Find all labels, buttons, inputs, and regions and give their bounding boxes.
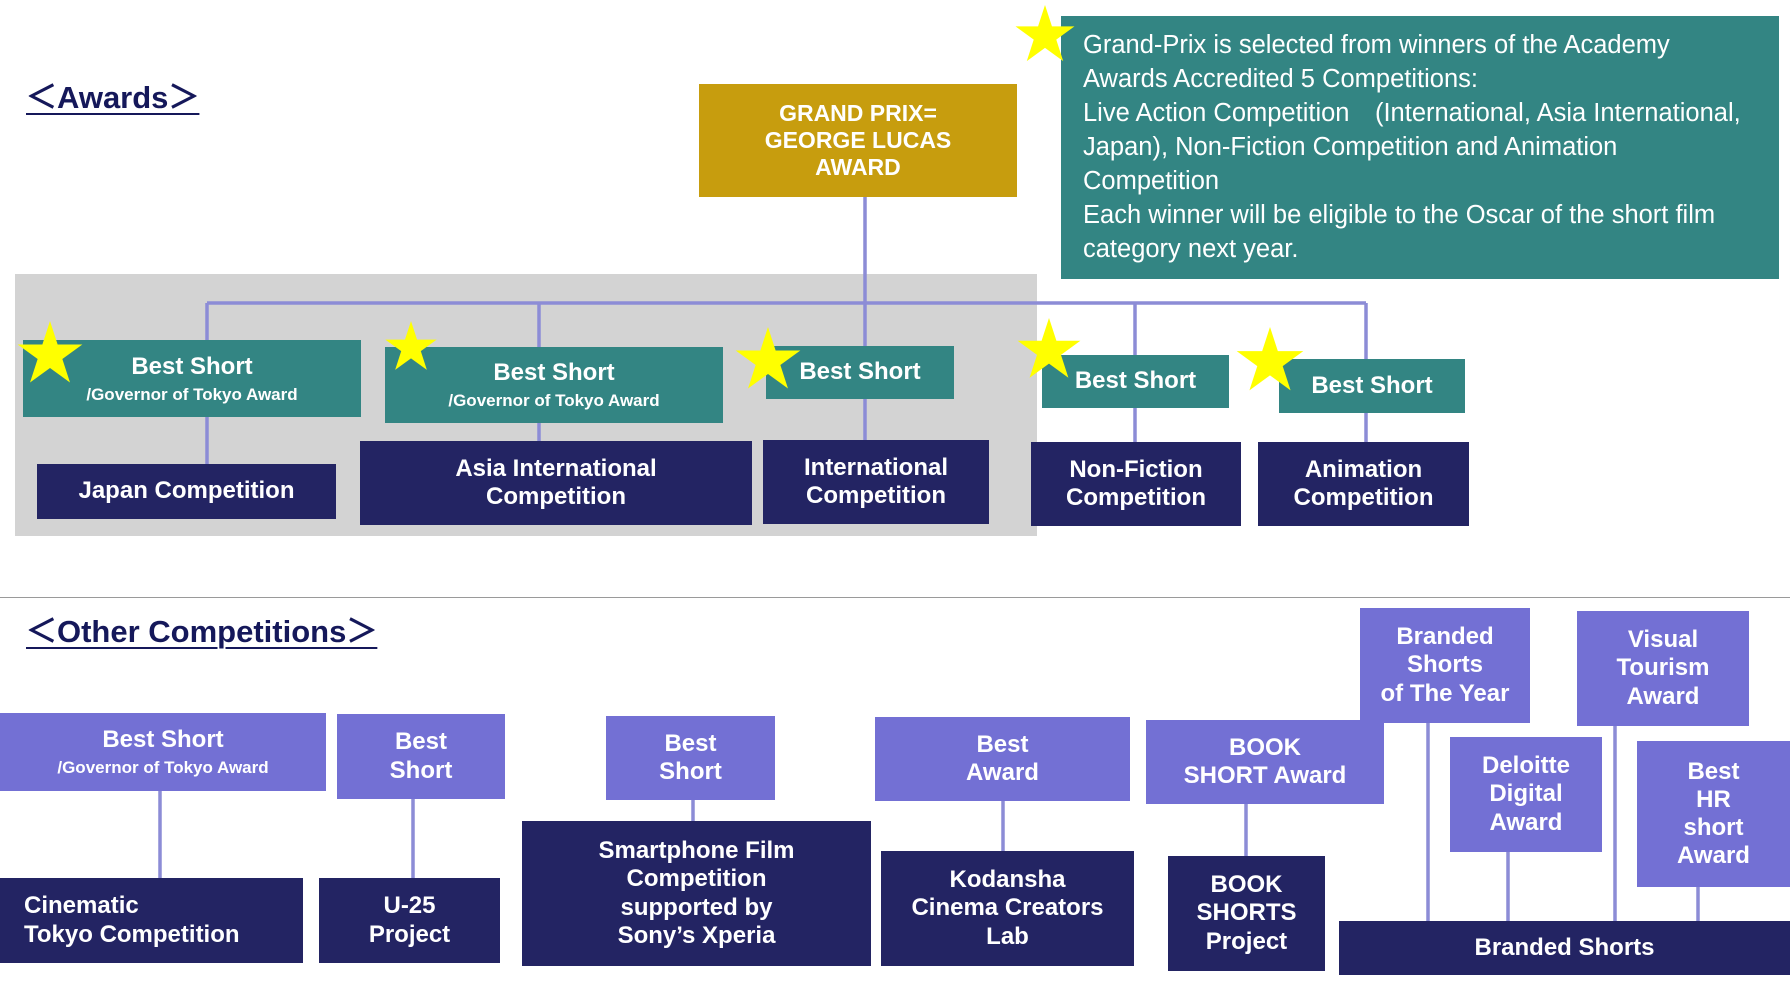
best-hr-short-award-box: Best HR short Award xyxy=(1637,741,1790,887)
book-short-award-label: BOOK SHORT Award xyxy=(1183,733,1347,789)
best-award-box: Best Award xyxy=(875,717,1130,801)
best-short-u25: Best Short xyxy=(337,714,505,799)
book-shorts-project-label: BOOK SHORTS Project xyxy=(1196,871,1297,955)
visual-tourism-award-label: Visual Tourism Award xyxy=(1616,626,1710,710)
best-short-label: Best Short xyxy=(131,352,253,380)
kodansha-cinema-creators-lab-label: Kodansha Cinema Creators Lab xyxy=(911,866,1104,950)
best-short-animation: Best Short xyxy=(1279,359,1465,413)
best-short-cinematic: Best Short /Governor of Tokyo Award xyxy=(0,713,326,791)
branded-shorts-of-the-year-box: Branded Shorts of The Year xyxy=(1360,608,1530,723)
non-fiction-competition-label: Non-Fiction Competition xyxy=(1066,455,1206,511)
star-icon xyxy=(385,321,437,370)
awards-heading: ＜Awards＞ xyxy=(26,80,200,115)
visual-tourism-award-box: Visual Tourism Award xyxy=(1577,611,1749,726)
star-icon xyxy=(17,321,83,383)
section-divider xyxy=(0,597,1790,598)
animation-competition-box: Animation Competition xyxy=(1258,442,1469,526)
best-short-japan: Best Short /Governor of Tokyo Award xyxy=(23,340,361,417)
star-icon xyxy=(1015,5,1075,62)
u25-project-box: U-25 Project xyxy=(319,878,500,963)
book-short-award-box: BOOK SHORT Award xyxy=(1146,720,1384,804)
book-shorts-project-box: BOOK SHORTS Project xyxy=(1168,856,1325,971)
international-competition-box: International Competition xyxy=(763,440,989,524)
best-short-international: Best Short xyxy=(766,346,954,399)
note-line-1: Grand-Prix is selected from winners of t… xyxy=(1083,31,1670,94)
non-fiction-competition-box: Non-Fiction Competition xyxy=(1031,442,1241,526)
animation-competition-label: Animation Competition xyxy=(1293,455,1434,511)
best-short-label: Best Short xyxy=(799,358,921,386)
best-short-smartphone: Best Short xyxy=(606,716,775,800)
best-short-u25-label: Best Short xyxy=(389,728,453,784)
branded-shorts-box: Branded Shorts xyxy=(1339,921,1790,975)
best-short-label: Best Short xyxy=(493,359,615,387)
japan-competition-label: Japan Competition xyxy=(78,477,295,505)
star-icon xyxy=(1236,327,1304,391)
best-short-label: Best Short xyxy=(1074,367,1197,395)
best-award-label: Best Award xyxy=(966,730,1039,786)
star-icon xyxy=(735,327,801,389)
governor-award-label: /Governor of Tokyo Award xyxy=(57,758,269,778)
best-short-cinematic-title: Best Short xyxy=(102,726,224,754)
asia-international-competition-box: Asia International Competition xyxy=(360,441,752,525)
governor-award-label: /Governor of Tokyo Award xyxy=(448,391,660,411)
best-short-nonfiction: Best Short xyxy=(1042,355,1229,408)
best-short-smartphone-label: Best Short xyxy=(659,729,722,785)
cinematic-tokyo-competition-label: Cinematic Tokyo Competition xyxy=(24,892,240,948)
note-line-2: Live Action Competition (International, … xyxy=(1083,99,1741,196)
cinematic-tokyo-competition-box: Cinematic Tokyo Competition xyxy=(0,878,303,963)
smartphone-film-competition-box: Smartphone Film Competition supported by… xyxy=(522,821,871,966)
grand-prix-label: GRAND PRIX= GEORGE LUCAS AWARD xyxy=(764,100,952,180)
grand-prix-box: GRAND PRIX= GEORGE LUCAS AWARD xyxy=(699,84,1017,197)
deloitte-digital-award-box: Deloitte Digital Award xyxy=(1450,737,1602,852)
deloitte-digital-award-label: Deloitte Digital Award xyxy=(1481,752,1570,836)
branded-shorts-of-the-year-label: Branded Shorts of The Year xyxy=(1380,623,1510,707)
best-short-asia: Best Short /Governor of Tokyo Award xyxy=(385,347,723,423)
other-competitions-heading: ＜Other Competitions＞ xyxy=(26,614,378,649)
branded-shorts-label: Branded Shorts xyxy=(1474,933,1655,961)
japan-competition-box: Japan Competition xyxy=(37,464,336,519)
u25-project-label: U-25 Project xyxy=(368,892,451,948)
governor-award-label: /Governor of Tokyo Award xyxy=(86,384,298,404)
smartphone-film-competition-label: Smartphone Film Competition supported by… xyxy=(598,837,795,949)
star-icon xyxy=(1017,318,1081,378)
best-hr-short-award-label: Best HR short Award xyxy=(1677,757,1750,870)
asia-international-competition-label: Asia International Competition xyxy=(455,454,657,510)
kodansha-cinema-creators-lab-box: Kodansha Cinema Creators Lab xyxy=(881,851,1134,966)
international-competition-label: International Competition xyxy=(803,453,948,509)
note-line-3: Each winner will be eligible to the Osca… xyxy=(1083,201,1716,264)
grand-prix-note: Grand-Prix is selected from winners of t… xyxy=(1061,16,1779,279)
best-short-label: Best Short xyxy=(1311,371,1433,399)
